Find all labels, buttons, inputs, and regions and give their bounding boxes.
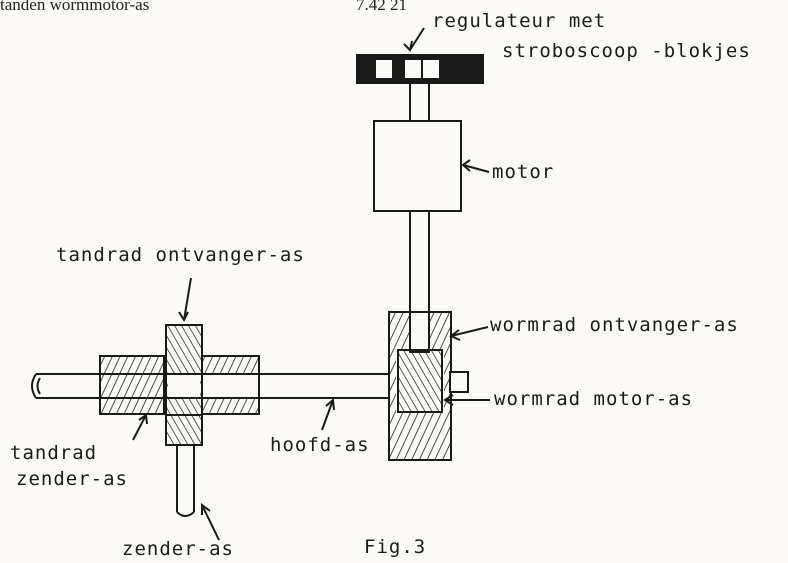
tandrad-zender-label-line1: tandrad (10, 442, 98, 464)
leader-tandrad-zender (132, 413, 148, 441)
tandrad-ontvanger-gear (165, 324, 203, 416)
tandrad-zender-label-line2: zender-as (16, 468, 128, 490)
leader-wormrad-ontvanger (449, 326, 489, 341)
zender-as-label: zender-as (122, 538, 234, 560)
leader-motor (461, 159, 490, 173)
motor-label: motor (492, 161, 555, 183)
tandrad-zender-gear (99, 355, 165, 415)
regulateur-label-line2: stroboscoop -blokjes (502, 40, 751, 62)
regulateur-label-line1: regulateur met (432, 10, 607, 32)
wormrad-motor-gear (397, 349, 443, 413)
header-left-text: tanden wormmotor-as (0, 0, 150, 14)
hoofd-as-label: hoofd-as (270, 434, 370, 456)
motor-box (373, 120, 462, 212)
wormrad-motor-label: wormrad motor-as (494, 388, 694, 410)
header-right-text: 7.42 21 (356, 0, 407, 14)
leader-regulateur (403, 27, 425, 52)
leader-hoofd-as (321, 397, 335, 431)
wormrad-ontvanger-label: wormrad ontvanger-as (490, 314, 739, 336)
tandrad-ontvanger-label: tandrad ontvanger-as (56, 244, 305, 266)
figure-label: Fig.3 (364, 536, 427, 558)
leader-wormrad-motor (443, 394, 490, 406)
leader-zender-as (201, 503, 220, 541)
leader-tandrad-ontvanger (178, 277, 192, 323)
stroboscope-block (356, 54, 484, 84)
